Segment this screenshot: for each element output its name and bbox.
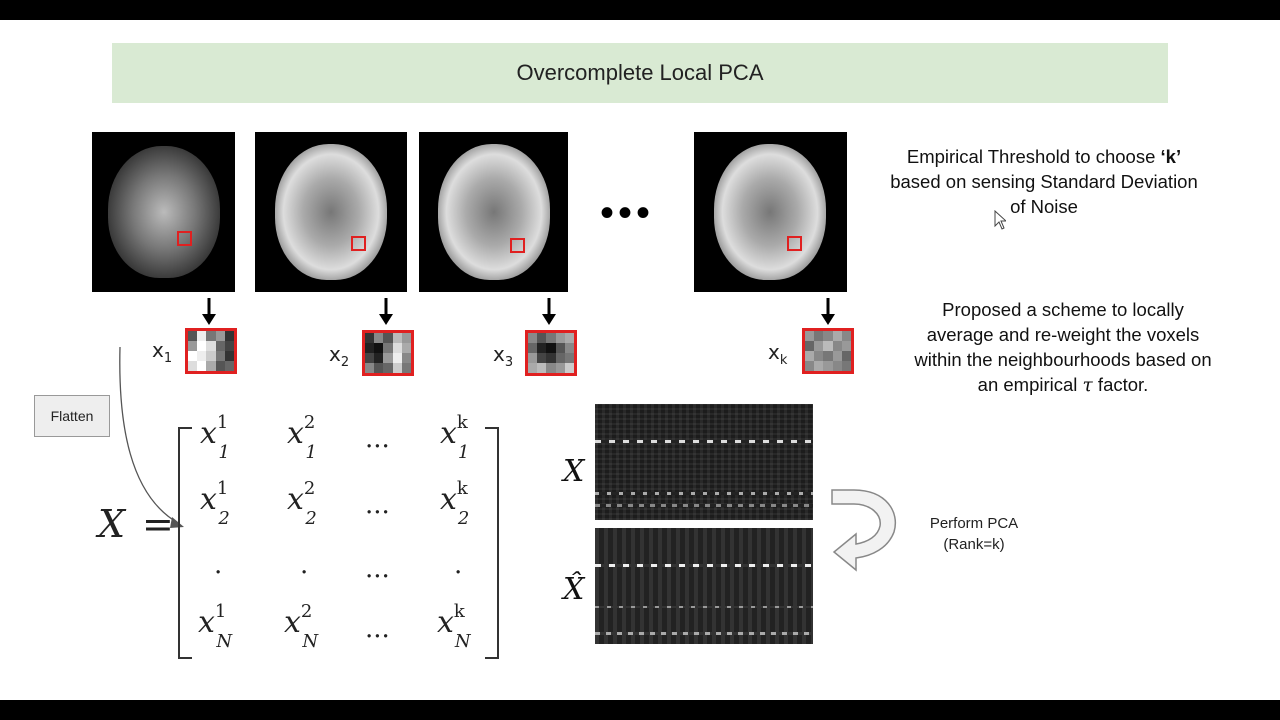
matrix-cell: x2N bbox=[284, 601, 319, 652]
flatten-label-box: Flatten bbox=[34, 395, 110, 437]
note-threshold: Empirical Threshold to choose ‘k’ based … bbox=[890, 146, 1198, 217]
patch-1 bbox=[185, 328, 237, 374]
mouse-cursor-icon bbox=[994, 210, 1006, 230]
down-arrow-icon bbox=[821, 298, 835, 325]
patch-label-3: x3 bbox=[493, 342, 514, 370]
matrix-dot: . bbox=[454, 550, 463, 580]
data-matrix-xhat bbox=[595, 528, 813, 644]
matrix-cell: x21 bbox=[287, 412, 317, 463]
perform-pca-label: Perform PCA (Rank=k) bbox=[929, 515, 1019, 553]
roi-box-1 bbox=[177, 231, 192, 246]
matrix-cell: x12 bbox=[200, 478, 230, 529]
down-arrow-icon bbox=[202, 298, 216, 325]
note-scheme: Proposed a scheme to locally average and… bbox=[914, 299, 1212, 396]
matrix-dot: . bbox=[214, 550, 223, 580]
slide-title: Overcomplete Local PCA bbox=[112, 43, 1168, 103]
slide: Overcomplete Local PCA ••• x1 x2 x3 bbox=[0, 20, 1280, 700]
patch-label-1: x1 bbox=[152, 338, 173, 366]
patch-k bbox=[802, 328, 854, 374]
matrix-right-bracket bbox=[485, 427, 499, 659]
down-arrow-icon bbox=[542, 298, 556, 325]
flatten-curve-arrow-icon bbox=[119, 346, 184, 528]
matrix-ellipsis: ... bbox=[365, 614, 390, 644]
roi-box-k bbox=[787, 236, 802, 251]
patch-label-2: x2 bbox=[329, 342, 350, 370]
data-matrix-x bbox=[595, 404, 813, 520]
roi-box-2 bbox=[351, 236, 366, 251]
patch-3 bbox=[525, 330, 577, 376]
roi-box-3 bbox=[510, 238, 525, 253]
matrix-cell: xkN bbox=[437, 601, 471, 652]
down-arrow-icon bbox=[379, 298, 393, 325]
brain-scan-3 bbox=[419, 132, 568, 292]
matrix-cell: x1N bbox=[198, 601, 233, 652]
matrix-ellipsis: ... bbox=[365, 490, 390, 520]
matrix-cell: xk2 bbox=[440, 478, 470, 529]
matrix-left-bracket bbox=[178, 427, 192, 659]
matrix-ellipsis: ... bbox=[365, 554, 390, 584]
ellipsis-dots: ••• bbox=[600, 191, 655, 235]
brain-scan-1 bbox=[92, 132, 235, 292]
patch-label-k: xk bbox=[768, 340, 788, 368]
matrix-cell: xk1 bbox=[440, 412, 470, 463]
matrix-equals: = bbox=[142, 502, 174, 546]
pca-curved-arrow-icon bbox=[831, 489, 897, 572]
matrix-cell: x11 bbox=[200, 412, 230, 463]
brain-scan-k bbox=[694, 132, 847, 292]
matrix-cell: x22 bbox=[287, 478, 317, 529]
matrix-ellipsis: ... bbox=[365, 424, 390, 454]
panel-label-x: X bbox=[563, 454, 585, 489]
panel-label-xhat: X̂ bbox=[563, 572, 585, 607]
matrix-lhs: X bbox=[98, 502, 126, 546]
patch-2 bbox=[362, 330, 414, 376]
matrix-dot: . bbox=[300, 550, 309, 580]
slide-title-text: Overcomplete Local PCA bbox=[516, 60, 764, 85]
brain-scan-2 bbox=[255, 132, 407, 292]
